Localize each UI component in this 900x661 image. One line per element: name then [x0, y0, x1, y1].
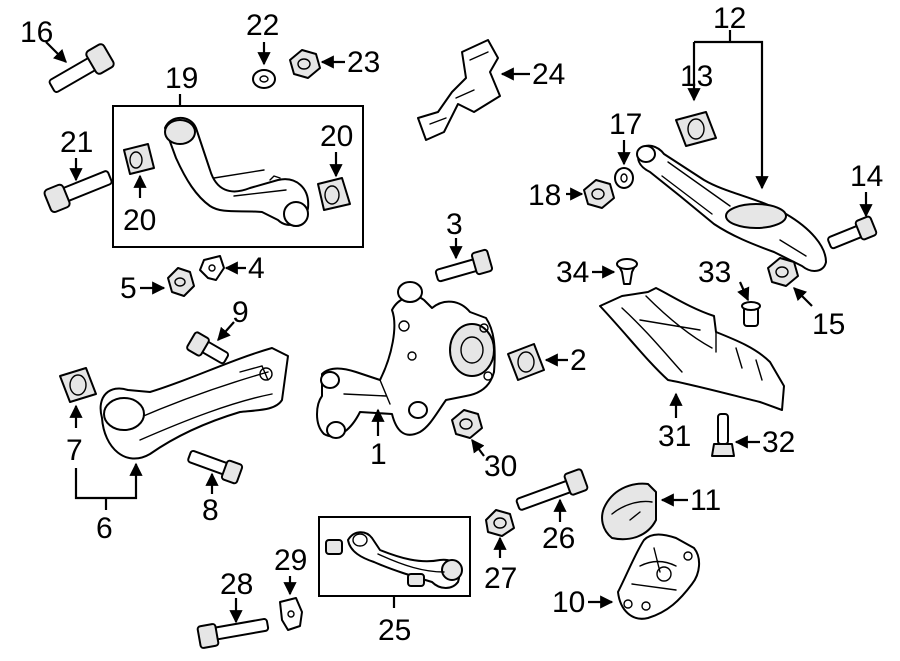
- callout-7: 7: [66, 434, 83, 467]
- callout-26: 26: [542, 522, 575, 555]
- callout-32: 32: [762, 426, 795, 459]
- part-25-bushing-right: [407, 573, 425, 587]
- callout-16: 16: [20, 16, 53, 49]
- part-11-mount: [601, 482, 657, 541]
- callout-20b: 20: [320, 120, 353, 153]
- leader-33: [737, 281, 750, 302]
- callout-22: 22: [246, 9, 279, 42]
- part-34-clip: [616, 258, 638, 285]
- callout-4: 4: [248, 252, 265, 285]
- leader-30: [471, 438, 485, 457]
- callout-30: 30: [484, 450, 517, 483]
- callout-6: 6: [96, 512, 113, 545]
- part-19-upper-arm: [164, 116, 310, 227]
- part-23-nut: [289, 49, 321, 79]
- part-30-nut: [451, 409, 483, 439]
- callout-27: 27: [484, 562, 517, 595]
- callout-34: 34: [556, 256, 589, 289]
- part-29-plate: [279, 597, 303, 631]
- leader-15: [793, 287, 813, 307]
- part-13-bushing: [675, 111, 717, 147]
- callout-12: 12: [713, 2, 746, 35]
- callout-28: 28: [220, 568, 253, 601]
- callout-17: 17: [609, 108, 642, 141]
- part-7-bushing: [59, 367, 97, 403]
- callout-21: 21: [60, 126, 93, 159]
- callout-24: 24: [532, 58, 565, 91]
- part-5-nut: [167, 267, 195, 297]
- part-12-lower-arm: [636, 144, 827, 272]
- callout-2: 2: [570, 344, 587, 377]
- part-22-washer: [252, 69, 276, 89]
- part-25-bushing-left: [325, 539, 343, 555]
- callout-15: 15: [812, 308, 845, 341]
- part-21-bolt: [43, 170, 113, 214]
- part-9-bolt: [186, 331, 230, 365]
- callout-25: 25: [378, 614, 411, 647]
- part-16-bolt: [48, 43, 115, 93]
- callout-8: 8: [202, 494, 219, 527]
- part-27-nut: [485, 509, 515, 537]
- callout-20a: 20: [123, 204, 156, 237]
- callout-11: 11: [690, 484, 721, 517]
- leader-9: [217, 321, 235, 341]
- part-33-pin: [741, 301, 761, 327]
- part-24-bracket: [417, 39, 501, 141]
- part-14-bolt: [827, 215, 878, 250]
- part-32-bolt: [711, 413, 735, 457]
- callout-19: 19: [165, 62, 198, 95]
- callout-9: 9: [232, 296, 249, 329]
- callout-31: 31: [658, 420, 691, 453]
- part-15-nut: [767, 257, 799, 287]
- part-17-washer: [614, 167, 634, 189]
- part-2-bushing: [507, 343, 545, 381]
- part-26-bolt: [515, 468, 589, 511]
- part-19-group-box: [112, 105, 364, 248]
- part-31-shield: [599, 287, 785, 411]
- part-1-knuckle: [316, 281, 496, 439]
- callout-14: 14: [850, 160, 883, 193]
- part-8-bolt: [187, 449, 244, 485]
- leader-16: [45, 41, 67, 63]
- part-20-bushing-right: [317, 177, 351, 211]
- part-6-trailing-arm: [99, 347, 289, 460]
- leader-12: [694, 40, 769, 190]
- callout-23: 23: [347, 46, 380, 79]
- callout-18: 18: [528, 179, 561, 212]
- part-3-bolt: [434, 248, 494, 283]
- callout-10: 10: [552, 586, 585, 619]
- callout-29: 29: [274, 544, 307, 577]
- part-20-bushing-left: [123, 143, 155, 175]
- part-10-bracket: [617, 533, 700, 620]
- part-25-link-arm: [347, 531, 463, 589]
- leader-6: [74, 462, 143, 500]
- callout-33: 33: [698, 256, 731, 289]
- callout-3: 3: [446, 208, 463, 241]
- callout-5: 5: [120, 272, 137, 305]
- callout-13: 13: [680, 60, 713, 93]
- part-28-bolt: [196, 618, 270, 649]
- callout-1: 1: [370, 438, 387, 471]
- part-4-plate: [199, 255, 225, 281]
- part-18-nut: [583, 179, 615, 209]
